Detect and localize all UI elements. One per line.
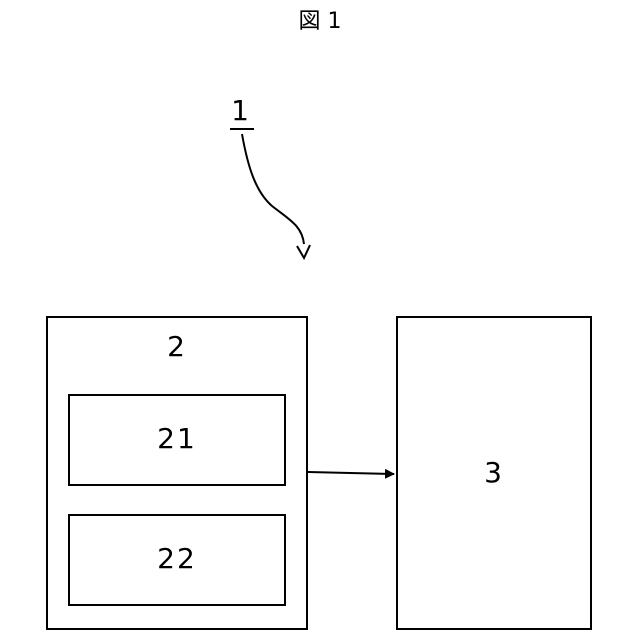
reference-numeral: 1 <box>225 94 255 128</box>
figure-title: 図 1 <box>0 6 640 38</box>
block-22: 22 <box>68 514 286 606</box>
block-2-label: 2 <box>48 330 306 364</box>
block-3: 3 <box>396 316 592 630</box>
block-21-label: 21 <box>70 422 284 456</box>
block-21: 21 <box>68 394 286 486</box>
reference-underline <box>230 128 254 130</box>
block-22-label: 22 <box>70 542 284 576</box>
block-3-label: 3 <box>398 456 590 490</box>
block-2-to-3-arrow <box>308 472 394 474</box>
reference-leader-line <box>242 134 304 244</box>
reference-leader-arrowhead-icon <box>297 245 310 258</box>
